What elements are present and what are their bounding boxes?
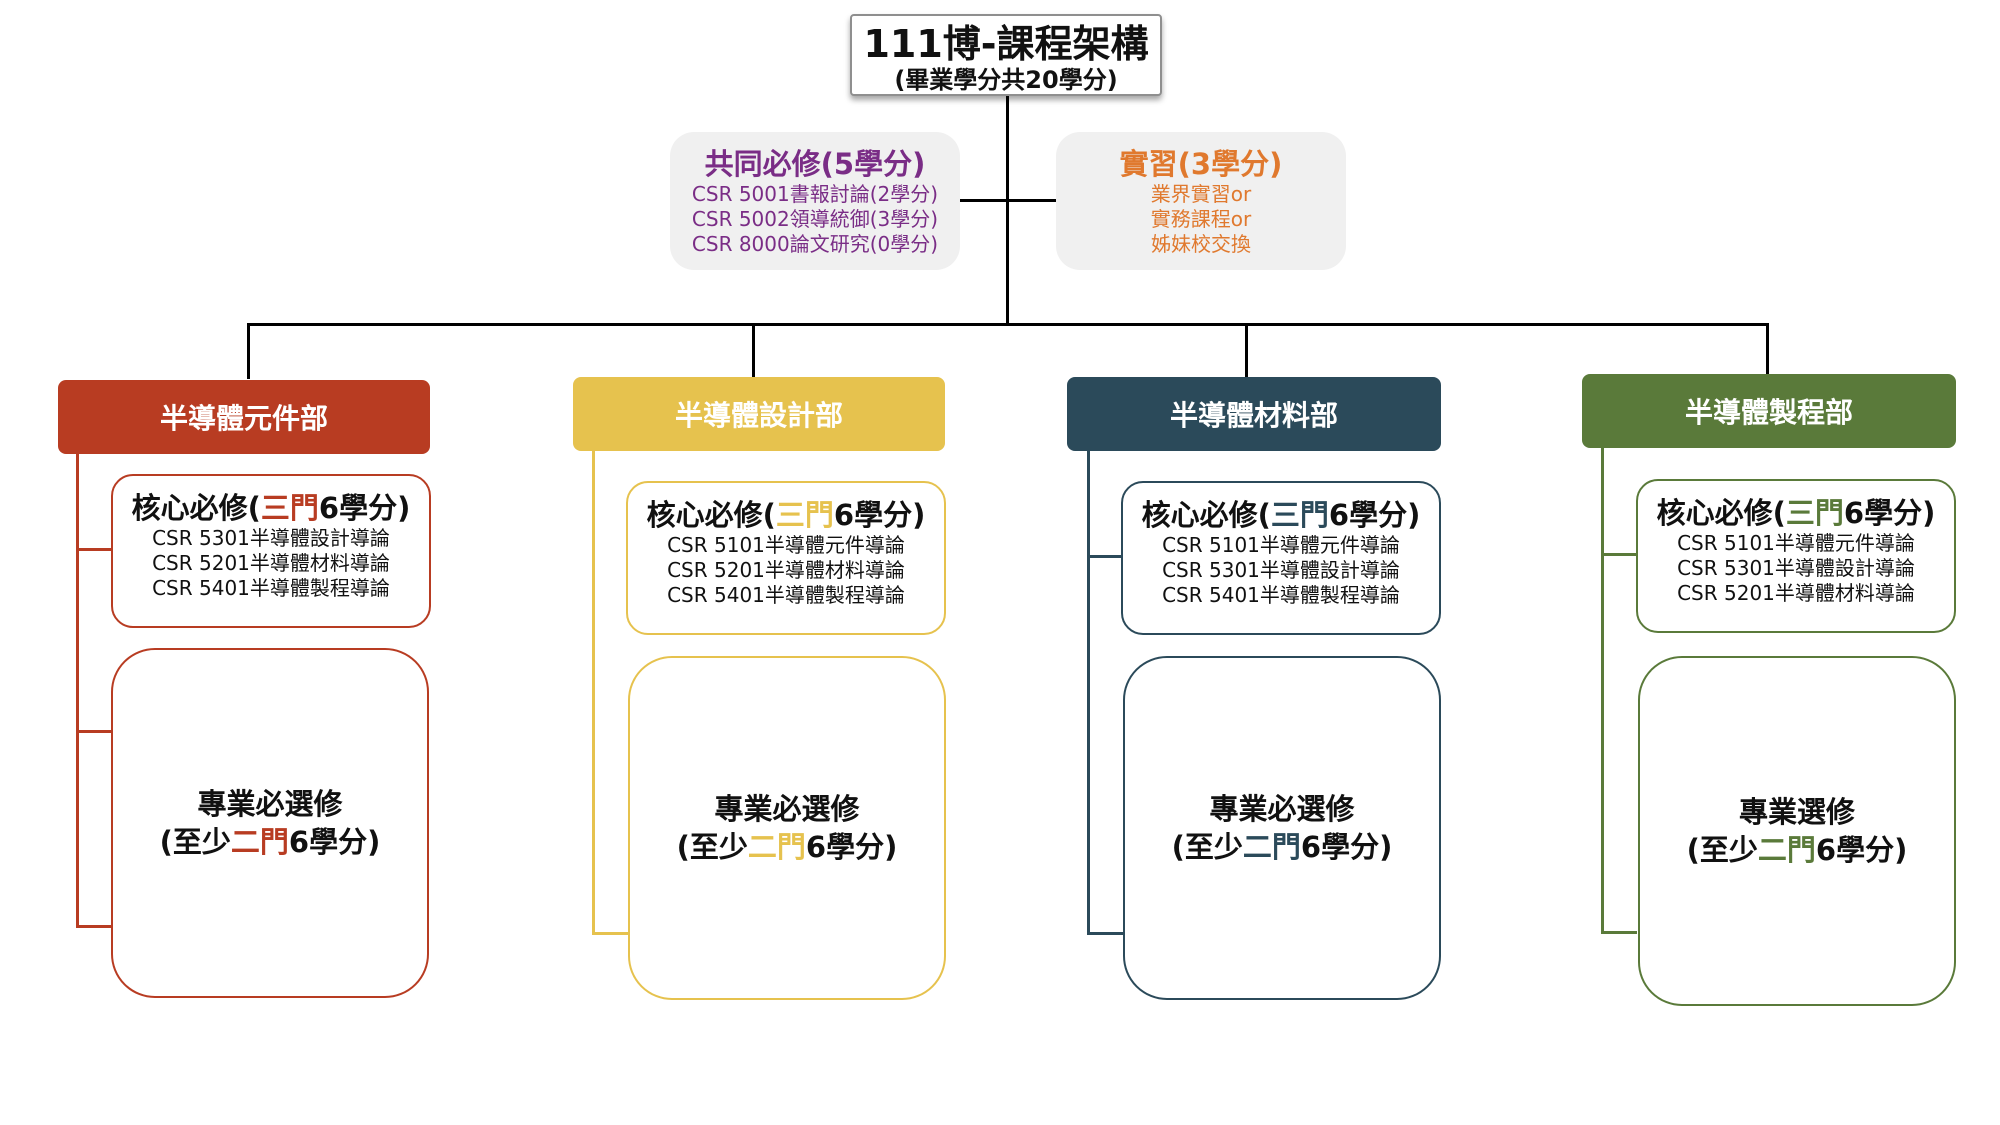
internship-option-1: 業界實習or — [1150, 182, 1252, 206]
elective-requirement: (至少二門6學分) — [159, 825, 381, 859]
common-required-box: 共同必修(5學分) CSR 5001書報討論(2學分) CSR 5002領導統御… — [670, 132, 960, 270]
elective-box-design: 專業必選修 (至少二門6學分) — [628, 656, 946, 1000]
elective-box-device: 專業必選修 (至少二門6學分) — [111, 648, 429, 998]
dept-branch-line-design — [592, 451, 595, 935]
dept-header-process: 半導體製程部 — [1582, 374, 1956, 448]
core-course-3: CSR 5401半導體製程導論 — [1162, 583, 1400, 607]
core-course-1: CSR 5101半導體元件導論 — [1162, 533, 1400, 557]
elective-requirement: (至少二門6學分) — [676, 830, 898, 864]
connector-horizontal-bus — [247, 323, 1769, 326]
dept-branch-line-process — [1601, 448, 1604, 934]
internship-box: 實習(3學分) 業界實習or 實務課程or 姊妹校交換 — [1056, 132, 1346, 270]
dept-header-materials: 半導體材料部 — [1067, 377, 1441, 451]
core-heading: 核心必修(三門6學分) — [646, 498, 926, 532]
dept-tick-device-bottom — [76, 925, 112, 928]
core-heading: 核心必修(三門6學分) — [1656, 496, 1936, 530]
elective-heading: 專業選修 — [1738, 795, 1855, 829]
core-course-1: CSR 5301半導體設計導論 — [152, 526, 390, 550]
dept-tick-materials-core — [1087, 555, 1123, 558]
elective-heading: 專業必選修 — [1209, 792, 1355, 826]
connector-drop-1 — [247, 323, 250, 379]
elective-heading: 專業必選修 — [197, 787, 343, 821]
core-course-2: CSR 5201半導體材料導論 — [152, 551, 390, 575]
dept-tick-device-core — [76, 548, 112, 551]
common-course-1: CSR 5001書報討論(2學分) — [691, 182, 939, 206]
title-box: 111博-課程架構 (畢業學分共20學分) — [850, 14, 1162, 96]
connector-drop-2 — [752, 323, 755, 379]
connector-drop-4 — [1766, 323, 1769, 375]
internship-option-3: 姊妹校交換 — [1151, 232, 1251, 256]
dept-tick-process-core — [1601, 553, 1637, 556]
connector-drop-3 — [1245, 323, 1248, 379]
internship-heading: 實習(3學分) — [1119, 147, 1283, 181]
core-course-3: CSR 5401半導體製程導論 — [152, 576, 390, 600]
dept-branch-line-device — [76, 454, 79, 928]
core-course-3: CSR 5401半導體製程導論 — [667, 583, 905, 607]
common-required-heading: 共同必修(5學分) — [704, 147, 926, 181]
core-course-1: CSR 5101半導體元件導論 — [1677, 531, 1915, 555]
page-subtitle: (畢業學分共20學分) — [894, 66, 1118, 94]
dept-header-design: 半導體設計部 — [573, 377, 945, 451]
elective-requirement: (至少二門6學分) — [1171, 830, 1393, 864]
core-required-box-process: 核心必修(三門6學分) CSR 5101半導體元件導論 CSR 5301半導體設… — [1636, 479, 1956, 633]
core-course-2: CSR 5301半導體設計導論 — [1162, 558, 1400, 582]
core-required-box-materials: 核心必修(三門6學分) CSR 5101半導體元件導論 CSR 5301半導體設… — [1121, 481, 1441, 635]
elective-box-process: 專業選修 (至少二門6學分) — [1638, 656, 1956, 1006]
dept-header-device: 半導體元件部 — [58, 380, 430, 454]
core-heading: 核心必修(三門6學分) — [1141, 498, 1421, 532]
dept-branch-line-materials — [1087, 451, 1090, 935]
internship-option-2: 實務課程or — [1150, 207, 1252, 231]
dept-tick-process-bottom — [1601, 931, 1637, 934]
elective-box-materials: 專業必選修 (至少二門6學分) — [1123, 656, 1441, 1000]
core-course-2: CSR 5201半導體材料導論 — [667, 558, 905, 582]
core-heading: 核心必修(三門6學分) — [131, 491, 411, 525]
core-course-1: CSR 5101半導體元件導論 — [667, 533, 905, 557]
common-course-2: CSR 5002領導統御(3學分) — [691, 207, 939, 231]
common-course-3: CSR 8000論文研究(0學分) — [691, 232, 939, 256]
elective-requirement: (至少二門6學分) — [1686, 833, 1908, 867]
core-required-box-design: 核心必修(三門6學分) CSR 5101半導體元件導論 CSR 5201半導體材… — [626, 481, 946, 635]
page-title: 111博-課程架構 — [863, 22, 1149, 66]
connector-trunk — [1006, 96, 1009, 325]
core-course-2: CSR 5301半導體設計導論 — [1677, 556, 1915, 580]
dept-tick-device-elec — [76, 730, 112, 733]
dept-tick-materials-bottom — [1087, 932, 1123, 935]
dept-tick-design-bottom — [592, 932, 628, 935]
connector-common-intern — [960, 199, 1056, 202]
core-required-box-device: 核心必修(三門6學分) CSR 5301半導體設計導論 CSR 5201半導體材… — [111, 474, 431, 628]
elective-heading: 專業必選修 — [714, 792, 860, 826]
core-course-3: CSR 5201半導體材料導論 — [1677, 581, 1915, 605]
